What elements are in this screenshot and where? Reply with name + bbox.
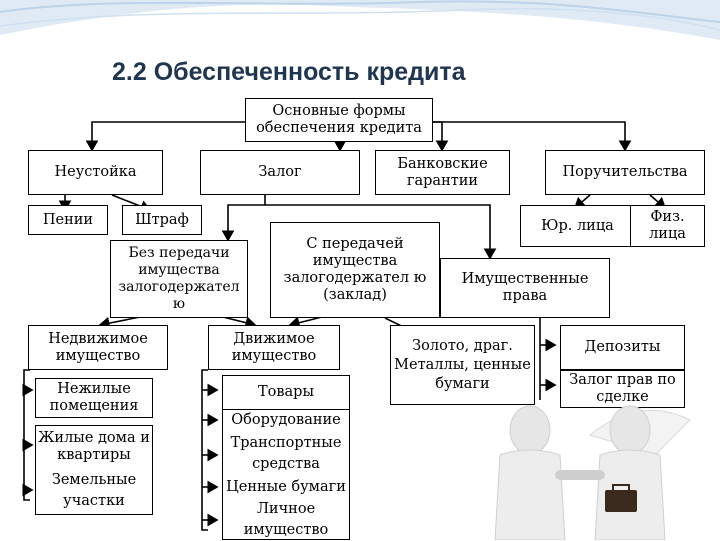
real-estate-item: Земельные участки [51,472,137,509]
pledge-without-transfer-box: Без передачи имущества залогодержател ю [110,240,248,318]
real-estate-item: Нежилые помещения [35,378,153,418]
movable-item: Ценные бумаги [226,479,346,495]
pledge-with-transfer-box: С передачей имущества залогодержател ю (… [270,222,440,318]
bank-guarantee-box: Банковские гарантии [375,150,510,195]
background-wave [0,0,720,40]
movable-item: Товары [222,375,350,410]
movable-item: Транспортные средства [230,435,342,472]
movable-property-box: Движимое имущество [208,325,340,370]
pledge-box: Залог [200,150,360,195]
penalty-box: Неустойка [28,150,163,195]
valuables-box: Золото, драг. Металлы, ценные бумаги [390,325,535,405]
movable-item: Личное имущество [243,501,329,538]
property-rights-box: Имущественные права [440,258,610,318]
fine-box: Штраф [122,205,202,235]
peni-box: Пении [28,205,108,235]
rights-pledge-box: Залог прав по сделке [560,370,685,408]
handshake-illustration [494,405,691,540]
surety-box: Поручительства [545,150,705,195]
physical-person-box: Физ. лица [630,205,705,247]
movable-items-column [222,410,350,540]
real-estate-box: Недвижимое имущество [28,325,168,370]
real-estate-item: Жилые дома и квартиры [35,425,153,515]
page-title: 2.2 Обеспеченность кредита [112,58,466,86]
root-box: Основные формы обеспечения кредита [245,98,433,142]
deposits-box: Депозиты [560,325,685,370]
legal-entity-box: Юр. лица [520,205,635,247]
movable-item: Оборудование [231,412,341,428]
